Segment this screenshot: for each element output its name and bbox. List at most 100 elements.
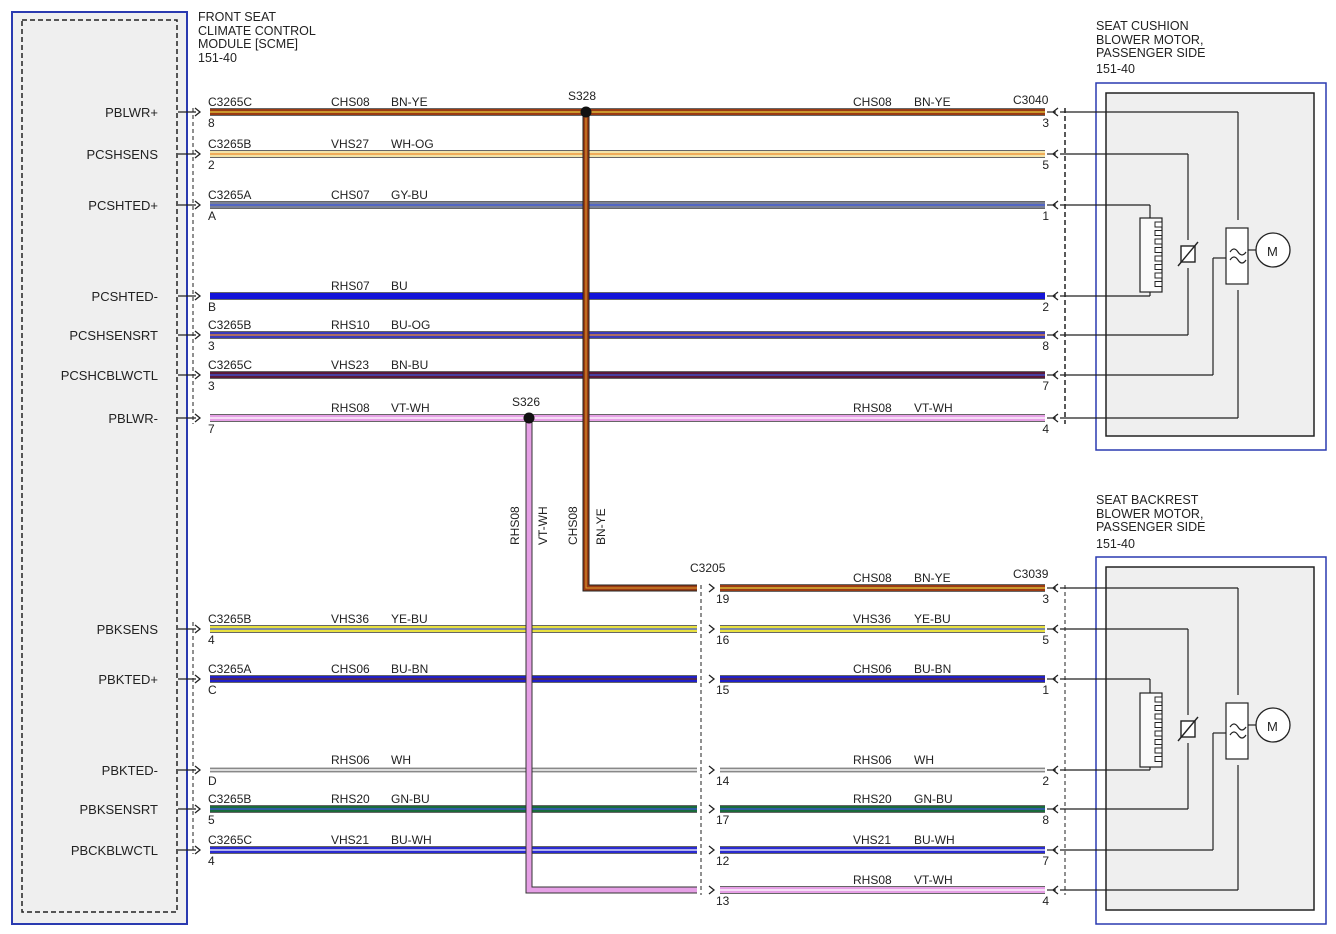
right-pin-number: 5	[1042, 158, 1049, 172]
circuit-label: VHS21	[331, 833, 369, 847]
cushion-internal-circuit	[1060, 111, 1291, 419]
right-pin-number: 4	[1042, 422, 1049, 436]
color-label: YE-BU	[391, 612, 428, 626]
color-label: GY-BU	[391, 188, 428, 202]
right-color-label: BN-YE	[914, 571, 951, 585]
module-pin-label: PCSHCBLWCTL	[61, 368, 158, 383]
cushion-motor-label: M	[1267, 244, 1278, 259]
component-internals	[1060, 111, 1291, 891]
splice-s328-label: S328	[568, 89, 596, 103]
backrest-heater-tooth	[1154, 713, 1163, 720]
right-color-label: GN-BU	[914, 792, 953, 806]
module-connector-label: C3265C	[208, 833, 252, 847]
circuit-label: CHS06	[331, 662, 370, 676]
c3205-label: C3205	[690, 561, 726, 575]
module-pin-label: PCSHTED+	[88, 198, 158, 213]
right-color-label: VT-WH	[914, 401, 953, 415]
right-pin-number: 1	[1042, 209, 1049, 223]
module-pin-number: 3	[208, 379, 215, 393]
inline-pin-arrow	[708, 765, 716, 775]
backrest-heater-tooth	[1154, 730, 1163, 737]
backrest-title-line-3: PASSENGER SIDE	[1096, 520, 1206, 534]
cushion-heater-tooth	[1154, 230, 1163, 236]
right-pin-arrow	[1051, 674, 1059, 684]
right-pin-arrow	[1051, 845, 1059, 855]
module-pin-number: B	[208, 300, 216, 314]
color-label: BN-BU	[391, 358, 428, 372]
circuit-label: VHS27	[331, 137, 369, 151]
right-pin-number: 3	[1042, 116, 1049, 130]
circuit-label: RHS08	[331, 401, 370, 415]
inline-pin-arrow	[708, 624, 716, 634]
module-pin-number: 5	[208, 813, 215, 827]
cushion-heater-tooth	[1154, 264, 1163, 270]
color-label: WH	[391, 753, 411, 767]
cushion-controller-wave-2	[1229, 256, 1247, 264]
module-pin-label: PBKSENS	[97, 622, 159, 637]
inline-pin-number: 17	[716, 813, 730, 827]
cushion-heater-grid-icon	[1139, 217, 1163, 293]
cushion-ref: 151-40	[1096, 62, 1135, 76]
right-pin-number: 4	[1042, 894, 1049, 908]
backrest-motor-label: M	[1267, 719, 1278, 734]
backrest-heater-tooth	[1154, 756, 1163, 762]
right-color-label: BN-YE	[914, 95, 951, 109]
right-pin-number: 7	[1042, 854, 1049, 868]
cushion-controller-wave-1	[1229, 248, 1247, 256]
backrest-controller-wave-2	[1229, 731, 1247, 739]
cushion-heater-tooth	[1154, 221, 1163, 228]
circuit-label: RHS06	[331, 753, 370, 767]
right-color-label: VT-WH	[914, 873, 953, 887]
right-circuit-label: RHS20	[853, 792, 892, 806]
module-pin-number: 2	[208, 158, 215, 172]
right-pin-arrow	[1051, 583, 1059, 593]
color-label: BU	[391, 279, 408, 293]
backrest-heater-tooth	[1154, 696, 1163, 703]
backrest-title: SEAT BACKREST BLOWER MOTOR, PASSENGER SI…	[1096, 493, 1206, 551]
module-pin-arrow	[194, 107, 202, 117]
backrest-heater-tooth	[1154, 722, 1163, 728]
circuit-label: VHS23	[331, 358, 369, 372]
module-connector-label: C3265B	[208, 318, 251, 332]
module-pin-number: C	[208, 683, 217, 697]
right-pin-number: 1	[1042, 683, 1049, 697]
module-pin-number: 4	[208, 633, 215, 647]
backrest-title-line-2: BLOWER MOTOR,	[1096, 507, 1203, 521]
cushion-heater-tooth	[1154, 238, 1163, 245]
cushion-motor-controller-icon	[1225, 227, 1249, 285]
module-pin-arrow	[194, 674, 202, 684]
right-pin-number: 8	[1042, 339, 1049, 353]
right-pin-number: 5	[1042, 633, 1049, 647]
backrest-motor-controller-icon	[1225, 702, 1249, 760]
color-label: WH-OG	[391, 137, 434, 151]
c3040-label: C3040	[1013, 93, 1049, 107]
right-pin-arrow	[1051, 765, 1059, 775]
backrest-ref: 151-40	[1096, 537, 1135, 551]
cushion-heater-tooth	[1154, 281, 1163, 287]
circuit-label: VHS36	[331, 612, 369, 626]
vertical-label-rhs08: RHS08	[508, 506, 522, 545]
backrest-controller-wave-1	[1229, 723, 1247, 731]
c3039-label: C3039	[1013, 567, 1049, 581]
right-pin-arrow	[1051, 885, 1059, 895]
right-color-label: WH	[914, 753, 934, 767]
module-pin-arrow	[194, 200, 202, 210]
cushion-title-line-1: SEAT CUSHION	[1096, 19, 1189, 33]
right-color-label: BU-WH	[914, 833, 955, 847]
circuit-label: CHS08	[331, 95, 370, 109]
right-circuit-label: RHS08	[853, 401, 892, 415]
cushion-heater-tooth	[1154, 255, 1163, 262]
right-circuit-label: VHS21	[853, 833, 891, 847]
inline-pin-number: 13	[716, 894, 730, 908]
circuit-label: RHS20	[331, 792, 370, 806]
right-pin-arrow	[1051, 413, 1059, 423]
inline-pin-number: 14	[716, 774, 730, 788]
